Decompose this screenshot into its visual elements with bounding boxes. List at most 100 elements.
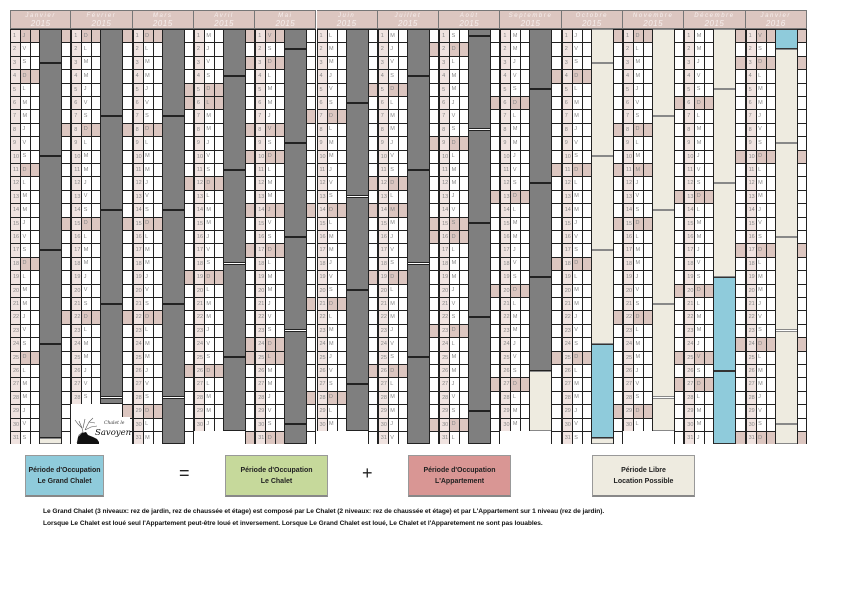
booking-segment[interactable]: [223, 357, 245, 431]
day-letter-cell: [387, 323, 398, 338]
day-spacer: [581, 404, 591, 418]
free-period-segment[interactable]: [775, 424, 797, 445]
booking-segment[interactable]: [346, 102, 368, 197]
day-number: 15: [132, 216, 143, 230]
free-period-segment[interactable]: [591, 156, 613, 251]
free-period-segment[interactable]: [591, 29, 613, 63]
booking-segment[interactable]: [40, 62, 61, 157]
booking-segment[interactable]: [407, 263, 429, 358]
free-period-segment[interactable]: [591, 437, 613, 445]
booking-segment[interactable]: [223, 29, 245, 76]
booking-segment[interactable]: [407, 75, 429, 170]
booking-segment[interactable]: [346, 29, 368, 103]
day-number: 25: [71, 350, 82, 364]
free-period-segment[interactable]: [775, 330, 797, 425]
day-spacer: [704, 364, 714, 378]
grand-chalet-booking-segment[interactable]: [591, 343, 613, 438]
booking-segment[interactable]: [40, 29, 61, 63]
grand-chalet-booking-segment[interactable]: [714, 276, 736, 371]
booking-segment[interactable]: [223, 169, 245, 264]
free-period-segment[interactable]: [653, 303, 674, 398]
booking-segment[interactable]: [223, 263, 245, 358]
booking-segment[interactable]: [407, 169, 429, 264]
booking-segment[interactable]: [469, 410, 491, 445]
booking-segment[interactable]: [530, 276, 552, 371]
free-period-segment[interactable]: [653, 209, 674, 304]
free-period-segment[interactable]: [775, 142, 797, 237]
day-number: 16: [316, 230, 327, 244]
booking-segment[interactable]: [469, 223, 491, 318]
booking-segment[interactable]: [285, 236, 307, 331]
day-spacer: [459, 149, 469, 163]
day-number: 10: [132, 149, 143, 163]
booking-segment[interactable]: [101, 116, 123, 210]
free-period-segment[interactable]: [591, 250, 613, 344]
separator-cell: [735, 377, 746, 391]
booking-segment[interactable]: [101, 397, 123, 405]
day-letter-cell: [265, 29, 276, 43]
day-number: 16: [500, 230, 511, 244]
day-spacer: [397, 431, 407, 445]
free-period-segment[interactable]: [775, 236, 797, 331]
booking-segment[interactable]: [40, 156, 61, 251]
day-letter-cell: [510, 377, 521, 391]
booking-segment[interactable]: [469, 317, 491, 411]
booking-segment[interactable]: [469, 129, 491, 224]
separator-cell: [735, 96, 746, 110]
booking-segment[interactable]: [101, 303, 123, 398]
day-spacer: [581, 283, 591, 297]
booking-segment[interactable]: [101, 29, 123, 117]
day-number: 30: [255, 417, 266, 431]
day-number: 18: [561, 256, 572, 271]
separator-cell: [183, 243, 194, 257]
booking-segment[interactable]: [407, 29, 429, 76]
booking-segment[interactable]: [285, 29, 307, 50]
separator-cell: [367, 203, 378, 217]
booking-segment[interactable]: [285, 330, 307, 425]
free-period-segment[interactable]: [775, 49, 797, 143]
booking-segment[interactable]: [162, 116, 184, 210]
day-spacer: [765, 216, 775, 230]
booking-segment[interactable]: [40, 250, 61, 344]
separator-cell: [735, 163, 746, 177]
day-spacer: [30, 149, 39, 163]
booking-segment[interactable]: [162, 29, 184, 117]
free-period-segment[interactable]: [530, 370, 552, 431]
booking-segment[interactable]: [162, 209, 184, 304]
booking-segment[interactable]: [285, 424, 307, 445]
booking-segment[interactable]: [530, 29, 552, 90]
separator-cell: [428, 310, 440, 324]
booking-segment[interactable]: [223, 75, 245, 170]
booking-segment[interactable]: [285, 49, 307, 143]
booking-segment[interactable]: [469, 29, 491, 36]
booking-segment[interactable]: [40, 343, 61, 438]
free-period-segment[interactable]: [714, 89, 736, 184]
separator-cell: [306, 149, 317, 163]
grand-chalet-booking-segment[interactable]: [714, 370, 736, 445]
booking-segment[interactable]: [346, 384, 368, 431]
booking-segment[interactable]: [407, 357, 429, 445]
separator-cell: [367, 176, 378, 190]
day-number: 15: [439, 216, 450, 230]
booking-segment[interactable]: [162, 303, 184, 398]
free-period-segment[interactable]: [653, 116, 674, 210]
booking-segment[interactable]: [346, 290, 368, 385]
free-period-segment[interactable]: [714, 183, 736, 277]
booking-segment[interactable]: [346, 196, 368, 291]
booking-segment[interactable]: [285, 142, 307, 237]
day-number: 4: [500, 69, 511, 83]
booking-segment[interactable]: [530, 89, 552, 184]
day-letter-cell: [755, 230, 766, 244]
booking-segment[interactable]: [469, 35, 491, 130]
free-period-segment[interactable]: [591, 62, 613, 157]
grand-chalet-booking-segment[interactable]: [775, 29, 797, 50]
booking-segment[interactable]: [530, 183, 552, 277]
free-period-segment[interactable]: [40, 437, 61, 445]
booking-segment[interactable]: [162, 397, 184, 445]
separator-cell: [367, 364, 378, 378]
free-period-segment[interactable]: [653, 397, 674, 431]
day-spacer: [275, 163, 285, 177]
free-period-segment[interactable]: [653, 29, 674, 117]
free-period-segment[interactable]: [714, 29, 736, 90]
booking-segment[interactable]: [101, 209, 123, 304]
